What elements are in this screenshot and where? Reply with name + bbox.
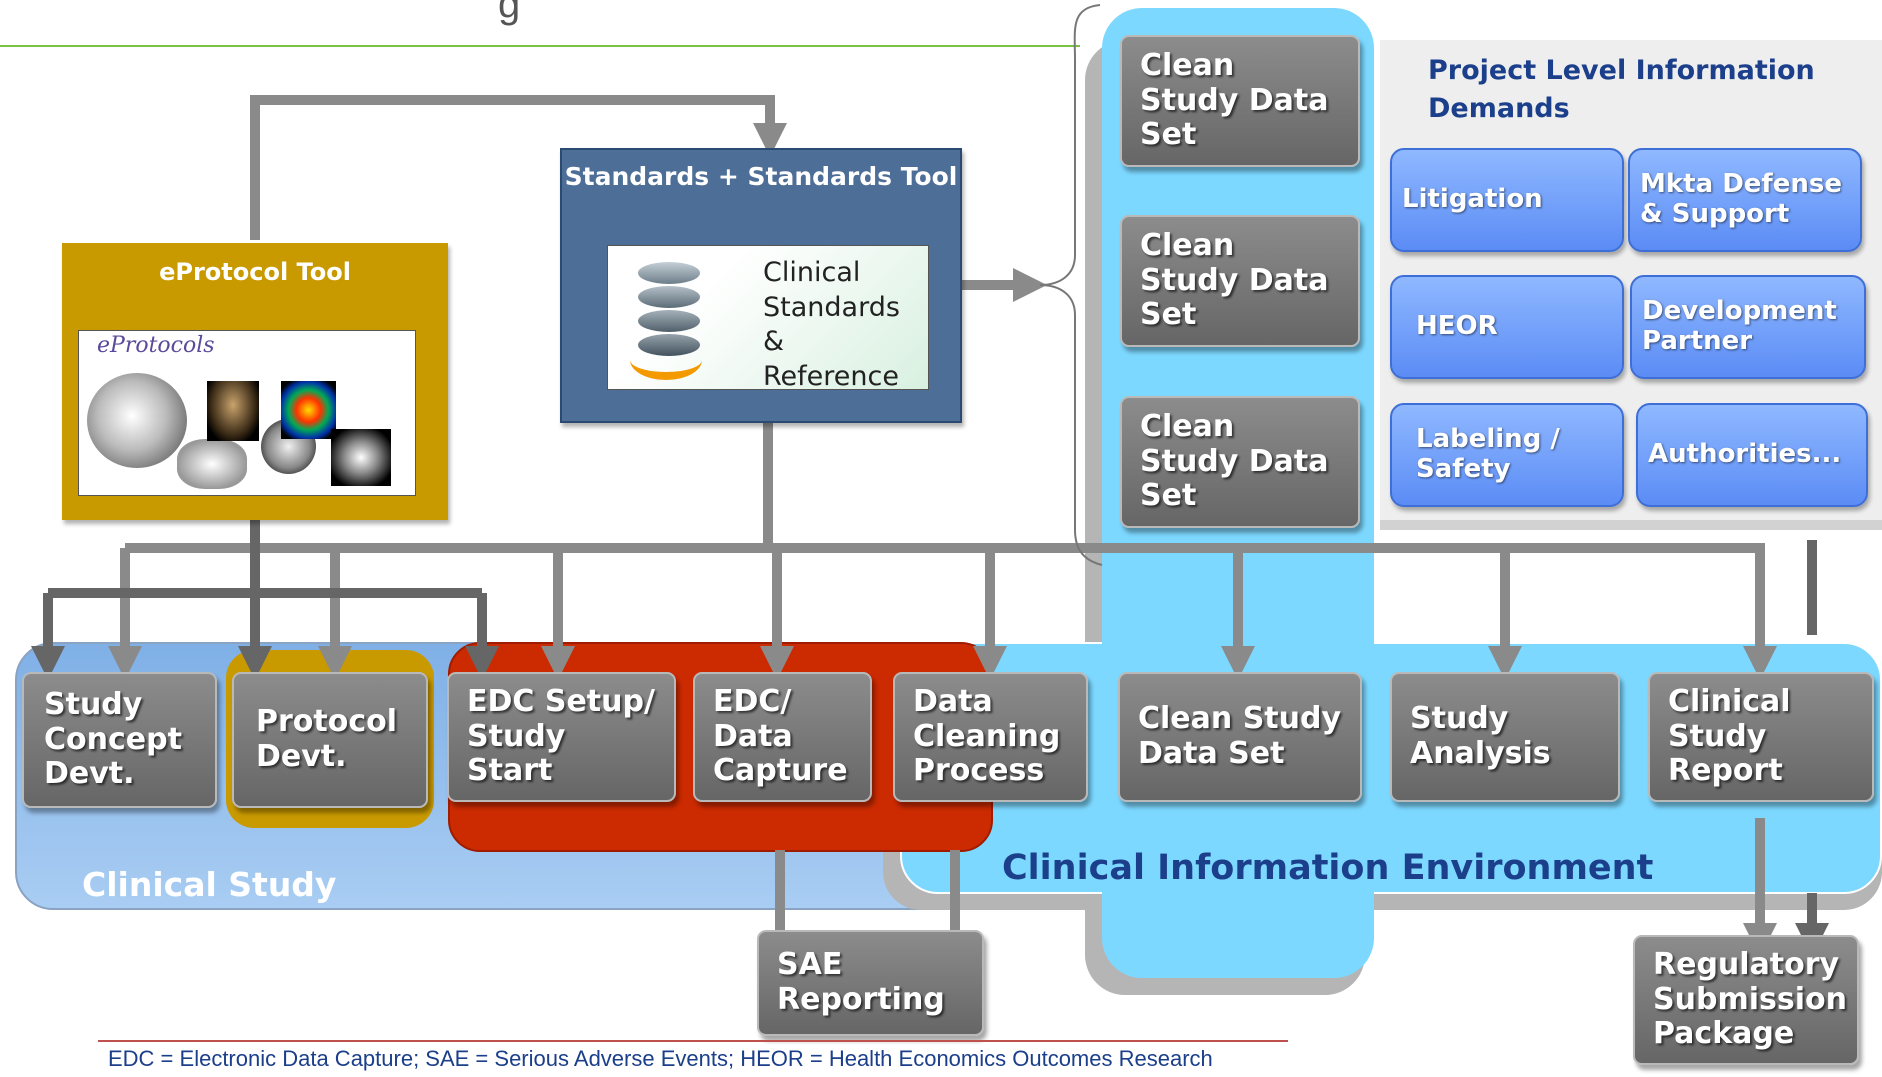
- medical-image-ultrasound: [87, 373, 187, 468]
- step-label-edc-capture: EDC/ Data Capture: [713, 683, 848, 789]
- output-sae-reporting: SAE Reporting: [757, 930, 984, 1036]
- step-label-study-concept: Study Concept Devt.: [44, 686, 182, 792]
- step-data-cleaning: Data Cleaning Process: [893, 672, 1088, 802]
- clean-data-set-box-1: Clean Study Data Set: [1120, 35, 1360, 167]
- clean-data-set-label-1: Clean Study Data Set: [1140, 47, 1329, 153]
- step-label-clinical-study-report: Clinical Study Report: [1668, 683, 1791, 789]
- output-label-regulatory: Regulatory Submission Package: [1653, 946, 1847, 1052]
- demands-title: Project Level Information Demands: [1428, 55, 1815, 124]
- footnote-rule: [98, 1040, 1288, 1042]
- region-title-clinical-study: Clinical Study: [82, 865, 337, 904]
- step-edc-setup: EDC Setup/ Study Start: [447, 672, 676, 802]
- demand-label-labeling-safety: Labeling / Safety: [1416, 424, 1560, 484]
- clean-data-set-box-3: Clean Study Data Set: [1120, 396, 1360, 528]
- step-clean-data-set: Clean Study Data Set: [1118, 672, 1362, 802]
- step-study-analysis: Study Analysis: [1390, 672, 1620, 802]
- demand-authorities: Authorities...: [1636, 403, 1868, 507]
- demand-label-heor: HEOR: [1416, 311, 1498, 342]
- standards-card-label: Clinical Standards & Reference: [763, 257, 900, 392]
- footnote-text: EDC = Electronic Data Capture; SAE = Ser…: [108, 1046, 1213, 1071]
- demand-development-partner: Development Partner: [1630, 275, 1866, 379]
- demand-heor: HEOR: [1390, 275, 1624, 379]
- step-label-protocol-devt: Protocol Devt.: [256, 704, 398, 774]
- step-edc-capture: EDC/ Data Capture: [693, 672, 872, 802]
- demand-litigation: Litigation: [1390, 148, 1624, 252]
- medical-image-scan: [177, 439, 247, 489]
- output-regulatory-submission: Regulatory Submission Package: [1633, 935, 1859, 1065]
- region-title-cie: Clinical Information Environment: [1002, 848, 1654, 888]
- step-label-edc-setup: EDC Setup/ Study Start: [467, 683, 655, 789]
- step-label-clean-data-set: Clean Study Data Set: [1138, 701, 1342, 771]
- demand-label-development-partner: Development Partner: [1642, 296, 1837, 356]
- step-protocol-devt: Protocol Devt.: [232, 672, 428, 808]
- demand-label-mkta-defense: Mkta Defense & Support: [1640, 169, 1842, 229]
- medical-image-heatmap: [281, 381, 336, 439]
- step-clinical-study-report: Clinical Study Report: [1648, 672, 1874, 802]
- standards-tool-title: Standards + Standards Tool: [564, 162, 958, 191]
- clean-data-set-box-2: Clean Study Data Set: [1120, 215, 1360, 347]
- header-accent-line: [0, 45, 1080, 47]
- demand-label-authorities: Authorities...: [1648, 439, 1842, 470]
- standards-distribution-lines: [107, 95, 1778, 968]
- data-set-bracket: [1039, 4, 1103, 566]
- loop-arrow-to-standards: [250, 95, 788, 240]
- medical-image-ct: [331, 429, 391, 486]
- demand-labeling-safety: Labeling / Safety: [1390, 403, 1624, 507]
- output-label-sae: SAE Reporting: [777, 947, 945, 1017]
- step-label-study-analysis: Study Analysis: [1410, 701, 1551, 771]
- demand-label-litigation: Litigation: [1402, 184, 1543, 215]
- clean-data-set-label-3: Clean Study Data Set: [1140, 408, 1329, 514]
- step-study-concept: Study Concept Devt.: [22, 672, 217, 808]
- clean-data-set-label-2: Clean Study Data Set: [1140, 227, 1329, 333]
- sync-arrow-icon: [630, 340, 702, 380]
- database-icon: [630, 262, 702, 380]
- eprotocol-distribution-lines: [30, 515, 1830, 958]
- step-label-data-cleaning: Data Cleaning Process: [913, 683, 1061, 789]
- eprotocol-screenshot: eProtocols: [78, 330, 416, 496]
- demand-mkta-defense: Mkta Defense & Support: [1628, 148, 1862, 252]
- medical-image-xray: [207, 381, 259, 441]
- header-title-fragment: g: [498, 0, 521, 26]
- eprotocol-screenshot-caption: eProtocols: [97, 333, 215, 358]
- standards-card: Clinical Standards & Reference: [607, 245, 929, 392]
- eprotocol-tool-title: eProtocol Tool: [159, 258, 351, 286]
